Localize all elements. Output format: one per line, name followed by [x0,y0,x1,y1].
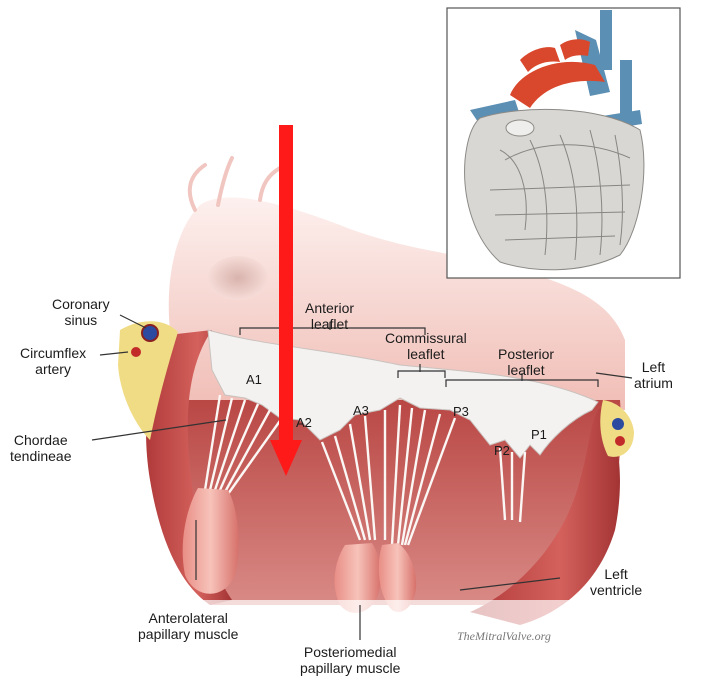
aortic-valve-orifice [208,256,268,300]
right-artery-vessel [615,436,625,446]
scallop-a1: A1 [246,372,262,387]
scallop-p3: P3 [453,404,469,419]
circumflex-artery-vessel [131,347,141,357]
scallop-p1: P1 [531,427,547,442]
scallop-p2: P2 [494,443,510,458]
inset-heart-panel [447,8,680,278]
anterolateral-papillary [183,488,239,594]
watermark: TheMitralValve.org [457,629,551,644]
right-vein-vessel [612,418,624,430]
scallop-a2: A2 [296,415,312,430]
scallop-a3: A3 [353,403,369,418]
